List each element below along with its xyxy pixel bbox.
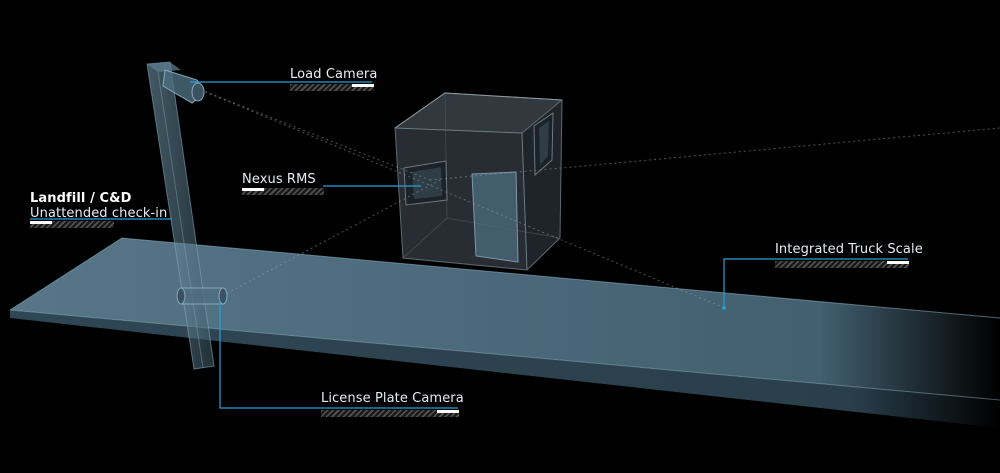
load-camera-label: Load Camera: [290, 67, 377, 82]
landfill-label: Landfill / C&D Unattended check-in: [30, 191, 167, 221]
license-plate-camera-bar: [321, 410, 459, 417]
landfill-title: Landfill / C&D: [30, 191, 132, 206]
license-plate-camera-icon: [176, 287, 228, 305]
landfill-bar: [30, 221, 114, 228]
truck-scale-platform: [9, 237, 1000, 428]
booth: [394, 92, 563, 271]
nexus-rms-label: Nexus RMS: [242, 172, 316, 187]
truck-scale-anchor-dot: [722, 306, 726, 310]
truck-scale-text: Integrated Truck Scale: [775, 242, 923, 257]
nexus-rms-text: Nexus RMS: [242, 172, 316, 187]
truck-scale-bar: [775, 261, 909, 268]
load-camera-text: Load Camera: [290, 67, 378, 82]
license-plate-camera-text: License Plate Camera: [321, 391, 464, 406]
load-camera-bar: [290, 84, 374, 91]
license-plate-camera-leader: [219, 300, 458, 409]
load-camera-icon: [162, 69, 205, 104]
truck-scale-leader: [723, 258, 908, 308]
truck-scale-label: Integrated Truck Scale: [775, 242, 923, 257]
camera-sight-lines: [195, 87, 1000, 309]
nexus-rms-bar: [242, 188, 324, 195]
license-plate-camera-label: License Plate Camera: [321, 391, 464, 406]
leader-lines: [30, 81, 908, 409]
landfill-subtitle: Unattended check-in: [30, 206, 168, 221]
